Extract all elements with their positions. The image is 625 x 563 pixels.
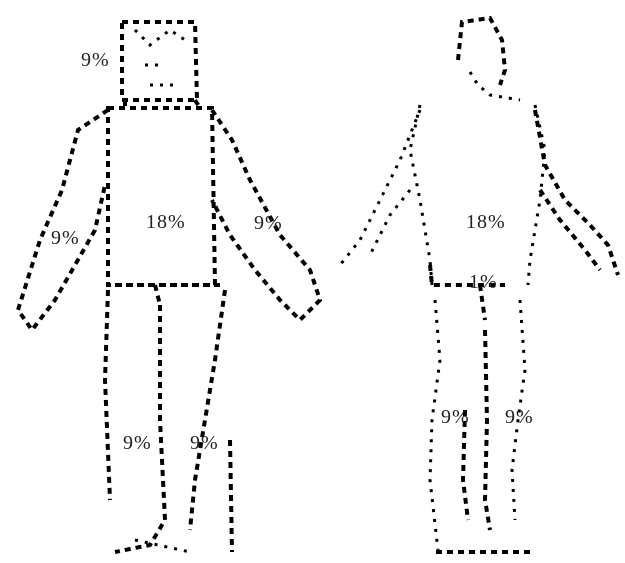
front-right-arm-percent: 9% [254,212,283,235]
back-trunk-percent: 18% [466,211,506,234]
front-left-arm-outline [18,110,108,330]
front-head-percent: 9% [81,49,110,72]
back-left-arm-outline [340,110,420,265]
front-trunk-percent: 18% [146,211,186,234]
front-left-leg-percent: 9% [123,432,152,455]
back-inner-legs [463,330,490,530]
back-perineum-percent: 1% [469,271,498,294]
back-left-leg-percent: 9% [441,406,470,429]
front-groin [115,285,225,305]
front-head-outline [122,22,197,100]
front-left-arm-percent: 9% [51,227,80,250]
back-right-leg-percent: 9% [505,406,534,429]
front-figure [18,22,320,552]
front-right-leg-percent: 9% [190,432,219,455]
front-face-hair [135,30,185,85]
back-torso-outline [410,105,545,285]
front-torso-outline [108,108,215,285]
back-right-arm-outline [535,110,618,275]
front-feet [135,540,190,552]
back-neck [470,72,520,100]
back-left-leg-outline [430,300,440,550]
back-head-outline [458,18,505,85]
front-right-leg-outline [190,290,232,552]
front-left-leg-outline [105,290,165,552]
